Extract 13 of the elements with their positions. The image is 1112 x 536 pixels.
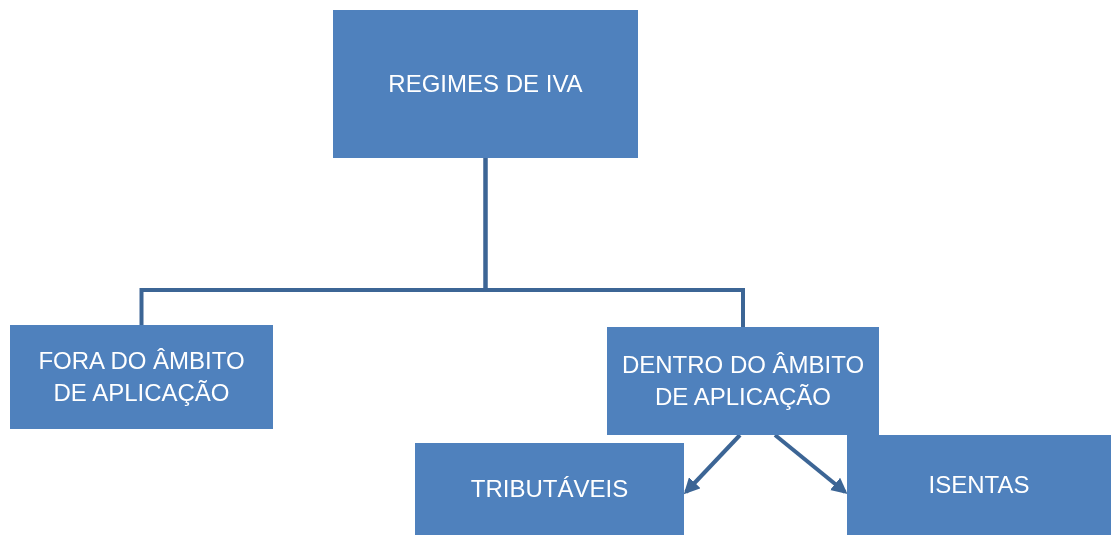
arrow <box>773 433 848 494</box>
box-label: FORA DO ÂMBITO DE APLICAÇÃO <box>37 345 246 408</box>
process-box <box>847 435 1111 535</box>
process-box <box>415 443 684 535</box>
box-label: TRIBUTÁVEIS <box>470 473 629 504</box>
box-label: ISENTAS <box>928 469 1030 500</box>
box-label: DENTRO DO ÂMBITO DE APLICAÇÃO <box>620 349 866 412</box>
process-box <box>10 325 273 429</box>
connector-line <box>483 158 745 327</box>
box-label: REGIMES DE IVA <box>388 68 583 99</box>
process-box <box>607 327 879 435</box>
arrow <box>683 433 742 495</box>
process-box <box>333 10 638 158</box>
